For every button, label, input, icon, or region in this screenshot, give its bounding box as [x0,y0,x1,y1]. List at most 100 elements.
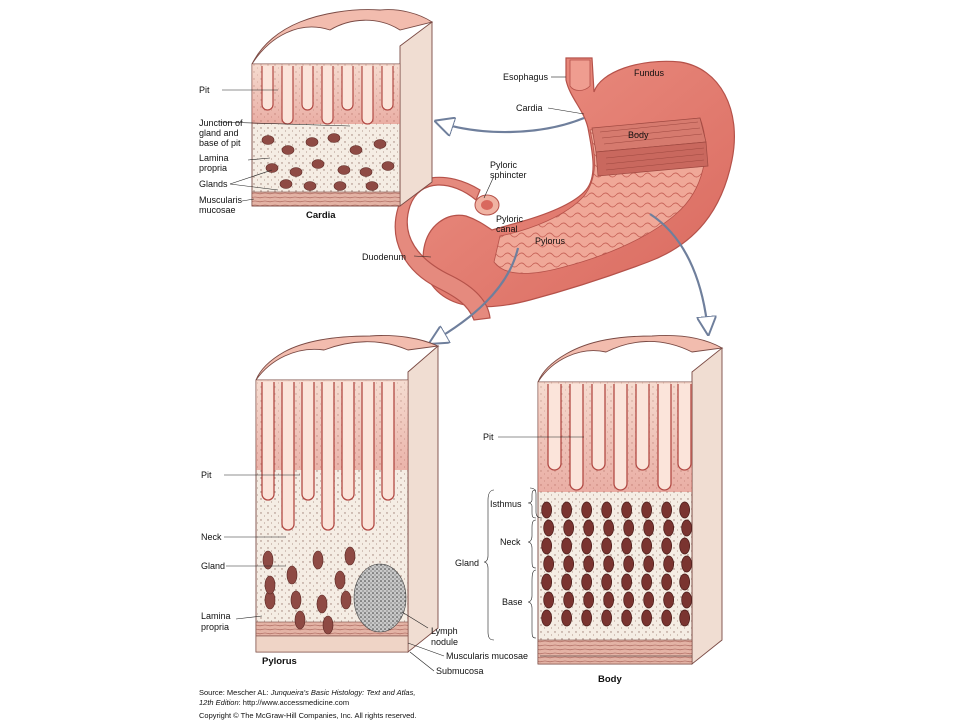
pylorus-gastric-pit [261,382,275,501]
body-oxyntic-gland [663,591,675,609]
label-pylorus-pit: Pit [201,470,212,480]
body-oxyntic-gland [663,555,675,573]
cardia-gland [373,139,387,149]
cardia-gland [349,145,363,155]
cardia-gland [381,161,395,171]
stomach-illustration [394,57,735,321]
label-cardia-muscularis-2: mucosae [199,205,236,215]
label-junction-1: Junction of [199,118,243,128]
body-oxyntic-gland [561,609,573,627]
pylorus-gland [322,615,334,635]
cardia-gland [337,165,351,175]
pylorus-gland [340,590,352,610]
body-oxyntic-gland [661,501,673,519]
cardia-gastric-pit [321,66,334,125]
label-esophagus: Esophagus [503,72,549,82]
label-pyloric-sphincter-2: sphincter [490,170,527,180]
pylorus-gastric-pit [281,382,295,531]
cardia-gland [261,135,275,145]
source-edition: 12th Edition [199,698,239,707]
label-base: Base [502,597,523,607]
label-body-stomach: Body [628,130,649,140]
label-cardia-stomach: Cardia [516,103,543,113]
body-oxyntic-gland [661,573,673,591]
cardia-gland [359,167,373,177]
label-lymph-2: nodule [431,637,458,647]
body-oxyntic-gland [601,501,613,519]
cardia-gland [303,181,317,191]
arrow-to-body [649,213,708,332]
pylorus-gland [290,590,302,610]
pylorus-gland [262,550,274,570]
label-cardia-glands: Glands [199,179,228,189]
cardia-gastric-pit [381,66,394,111]
source-prefix: Source: Mescher AL: [199,688,271,697]
body-oxyntic-gland [621,537,633,555]
label-pylorus-stomach: Pylorus [535,236,566,246]
body-oxyntic-gland [623,519,635,537]
body-oxyntic-gland [641,573,653,591]
body-block [537,335,724,665]
body-oxyntic-gland [543,519,555,537]
body-oxyntic-gland [541,609,553,627]
body-oxyntic-gland [581,537,593,555]
body-gastric-pit [591,384,606,471]
cardia-gland [281,145,295,155]
label-junction-3: base of pit [199,138,241,148]
pylorus-gland [316,594,328,614]
body-oxyntic-gland [583,591,595,609]
body-oxyntic-gland [581,609,593,627]
cardia-gland [311,159,325,169]
label-body-neck: Neck [500,537,521,547]
body-oxyntic-gland [621,501,633,519]
body-oxyntic-gland [581,573,593,591]
leader-lines [219,89,692,672]
pylorus-gland [344,546,356,566]
body-oxyntic-gland [603,591,615,609]
label-pylorus-neck: Neck [201,532,222,542]
body-oxyntic-gland [543,591,555,609]
cardia-gastric-pit [341,66,354,111]
body-oxyntic-gland [583,555,595,573]
body-oxyntic-gland [601,537,613,555]
label-cardia-muscularis-1: Muscularis [199,195,243,205]
label-pylorus-lamina-2: propria [201,622,229,632]
pylorus-gastric-pit [301,382,315,501]
source-edition-line: 12th Edition: http://www.accessmedicine.… [199,698,349,708]
body-oxyntic-gland [643,555,655,573]
body-oxyntic-gland [661,609,673,627]
source-citation: Source: Mescher AL: Junqueira's Basic Hi… [199,688,415,698]
body-oxyntic-gland [679,537,691,555]
cardia-gland [289,167,303,177]
title-body: Body [598,674,622,685]
body-gastric-pit [613,384,628,491]
body-oxyntic-gland [643,591,655,609]
body-oxyntic-gland [641,537,653,555]
body-oxyntic-gland [623,555,635,573]
body-oxyntic-gland [563,555,575,573]
source-book: Junqueira's Basic Histology: Text and At… [270,688,416,697]
label-pylorus-lamina-1: Lamina [201,611,231,621]
label-cardia-pit: Pit [199,85,210,95]
body-oxyntic-gland [601,573,613,591]
body-oxyntic-gland [621,609,633,627]
source-url: : http://www.accessmedicine.com [238,698,350,707]
body-oxyntic-gland [603,519,615,537]
pylorus-gastric-pit [341,382,355,501]
pylorus-gland [264,575,276,595]
body-oxyntic-gland [541,573,553,591]
body-gastric-pit [547,384,562,471]
body-gastric-pit [677,384,692,471]
label-pyloric-canal-1: Pyloric [496,214,524,224]
label-pyloric-sphincter-1: Pyloric [490,160,518,170]
cardia-block [251,9,434,207]
cardia-gastric-pit [301,66,314,111]
body-oxyntic-gland [681,519,693,537]
cardia-gland [279,179,293,189]
cardia-gland [265,163,279,173]
body-oxyntic-gland [563,591,575,609]
label-cardia-lamina-2: propria [199,163,227,173]
body-oxyntic-gland [541,537,553,555]
pylorus-gland [334,570,346,590]
body-oxyntic-gland [561,501,573,519]
